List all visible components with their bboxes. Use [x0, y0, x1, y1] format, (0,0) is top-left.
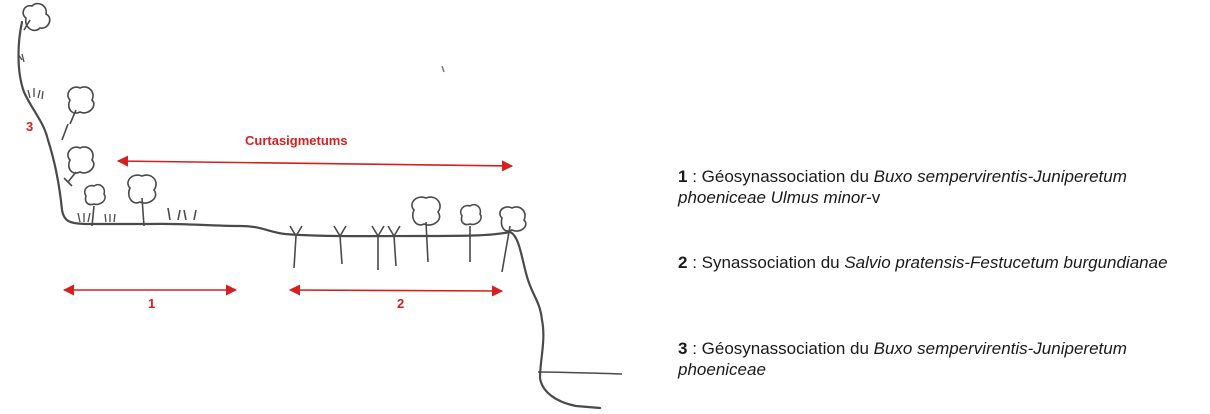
legend-separator: : [687, 253, 702, 272]
legend-prefix: Géosynassociation du [701, 167, 874, 186]
legend-taxon: Buxo sempervirentis-Juniperetum phoenice… [678, 167, 1127, 207]
legend-number: 3 [678, 339, 688, 358]
grass-plant-3 [371, 225, 401, 270]
legend-separator: : [687, 167, 702, 186]
cliff-tree-top [22, 2, 51, 32]
zone-1-label: 1 [148, 296, 156, 311]
cliff-tree-lower [63, 146, 95, 187]
zone-2-label: 2 [397, 296, 405, 311]
legend-number: 2 [678, 253, 688, 272]
legend-taxon: Salvio pratensis-Festucetum burgundianae [844, 253, 1168, 272]
plain-tree-3 [499, 206, 527, 273]
cliff-grass-tufts [17, 53, 116, 223]
cliff-tree-middle [61, 86, 95, 141]
grass-plant-1 [289, 225, 303, 269]
grass-plant-2 [333, 225, 347, 265]
legend-item-3: 3 : Géosynassociation du Buxo sempervire… [678, 338, 1203, 380]
plateau-tree-1 [83, 183, 106, 227]
zone-2-arrow [288, 284, 504, 297]
legend-prefix: Synassociation du [701, 253, 845, 272]
terrain-profile-line [17, 20, 602, 410]
tree-sketches [22, 2, 527, 273]
water-level-line [537, 371, 623, 375]
vegetation-profile-sketch [17, 2, 623, 410]
legend-taxon: Buxo sempervirentis-Juniperetum phoenice… [678, 339, 1127, 379]
curtasigmetums-label: Curtasigmetums [245, 133, 348, 148]
legend-item-1: 1 : Géosynassociation du Buxo sempervire… [678, 166, 1203, 208]
plain-tree-2 [459, 203, 482, 262]
legend-suffix: -v [866, 188, 881, 207]
legend-item-2: 2 : Synassociation du Salvio pratensis-F… [678, 252, 1203, 273]
legend-number: 1 [678, 167, 688, 186]
zone-3-label: 3 [26, 119, 34, 134]
curtasigmetum-arrow [116, 155, 514, 172]
plateau-tree-2 [127, 174, 157, 227]
legend-prefix: Géosynassociation du [701, 339, 874, 358]
stray-pen-mark [441, 65, 445, 73]
plain-tree-1 [411, 196, 441, 263]
legend-separator: : [687, 339, 702, 358]
